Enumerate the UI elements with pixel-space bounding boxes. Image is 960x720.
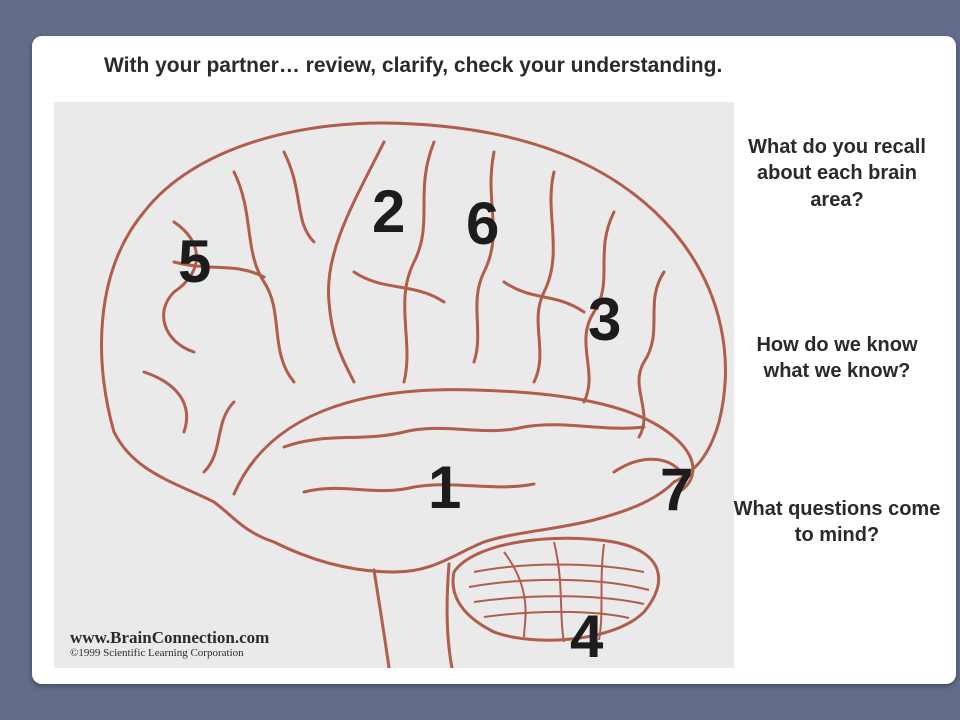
question-recall: What do you recall about each brain area… <box>748 136 926 211</box>
brain-illustration <box>100 121 727 668</box>
region-number-3: 3 <box>588 286 622 353</box>
region-number-4: 4 <box>570 603 604 670</box>
region-number-5: 5 <box>178 228 212 295</box>
credit-copyright: ©1999 Scientific Learning Corporation <box>70 647 244 660</box>
brain-diagram: 5 2 6 3 1 7 4 www.BrainConnection.com ©1… <box>54 102 734 668</box>
temporal-lobe <box>232 388 695 496</box>
question-how-we-know: How do we know what we know? <box>756 334 918 383</box>
cerebellum <box>451 536 661 643</box>
region-number-1: 1 <box>428 454 462 521</box>
credit-url: www.BrainConnection.com <box>70 627 270 647</box>
central-sulcus <box>326 140 386 384</box>
image-credit: www.BrainConnection.com ©1999 Scientific… <box>70 628 269 660</box>
cerebrum-outline <box>100 121 727 574</box>
region-number-6: 6 <box>466 190 500 257</box>
slide-card: With your partner… review, clarify, chec… <box>32 36 956 684</box>
slide-heading: With your partner… review, clarify, chec… <box>104 54 723 77</box>
region-number-2: 2 <box>372 178 406 245</box>
brain-stem <box>372 562 454 668</box>
region-number-7: 7 <box>660 456 694 523</box>
question-what-questions: What questions come to mind? <box>733 498 941 547</box>
